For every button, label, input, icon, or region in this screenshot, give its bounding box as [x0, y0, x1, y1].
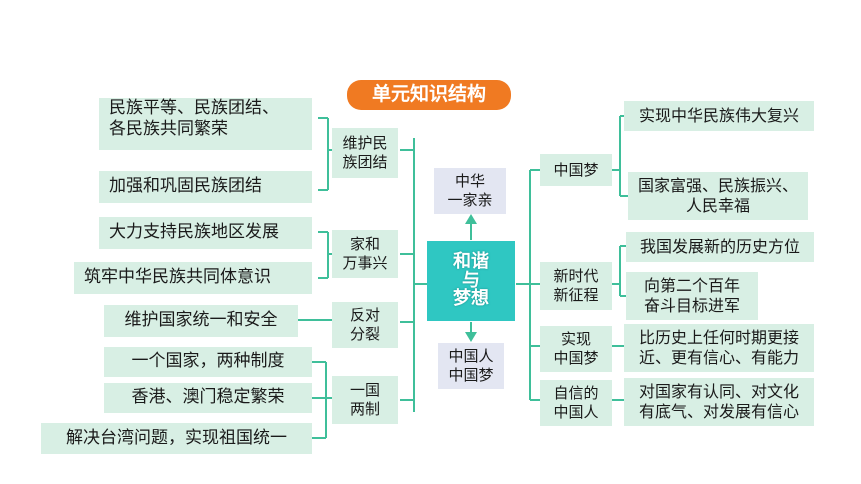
- item-line: 国家富强、民族振兴、: [637, 176, 798, 195]
- label-line: 维护民: [342, 134, 388, 153]
- left-label: 维护民 族团结: [332, 128, 398, 178]
- right-label: 新时代 新征程: [540, 262, 612, 310]
- center-line: 和谐: [453, 250, 489, 272]
- node-line: 中华: [454, 172, 485, 191]
- right-item: 我国发展新的历史方位: [626, 232, 814, 262]
- right-label: 实现 中国梦: [540, 326, 612, 372]
- right-item: 向第二个百年 奋斗目标进军: [626, 272, 758, 320]
- right-label: 自信的 中国人: [540, 380, 612, 426]
- bottom-node: 中国人 中国梦: [438, 343, 504, 389]
- left-item: 民族平等、民族团结、 各民族共同繁荣: [99, 98, 312, 150]
- node-line: 中国梦: [448, 366, 494, 384]
- label-line: 中国人: [553, 403, 599, 421]
- label-line: 新时代: [553, 267, 599, 286]
- label-line: 反对: [349, 306, 380, 325]
- label-line: 万事兴: [342, 254, 388, 272]
- left-item: 香港、澳门稳定繁荣: [104, 383, 312, 413]
- right-item: 实现中华民族伟大复兴: [624, 101, 814, 131]
- label-line: 中国梦: [553, 349, 599, 367]
- item-line: 奋斗目标进军: [643, 296, 740, 315]
- label-line: 自信的: [553, 384, 599, 403]
- left-item: 加强和巩固民族团结: [99, 171, 312, 203]
- item-line: 比历史上任何时期更接: [638, 328, 799, 347]
- left-item: 筑牢中华民族共同体意识: [74, 262, 312, 294]
- item-line: 对国家有认同、对文化: [638, 382, 799, 401]
- item-line: 各民族共同繁荣: [109, 119, 228, 140]
- left-item: 一个国家，两种制度: [104, 347, 312, 377]
- label-line: 家和: [349, 235, 380, 254]
- left-item: 解决台湾问题，实现祖国统一: [41, 423, 312, 454]
- label-line: 两制: [349, 400, 380, 418]
- right-item: 国家富强、民族振兴、 人民幸福: [628, 172, 808, 220]
- left-item: 维护国家统一和安全: [104, 305, 298, 337]
- item-line: 近、更有信心、有能力: [638, 348, 799, 367]
- center-line: 梦想: [453, 288, 489, 310]
- item-line: 民族平等、民族团结、: [109, 98, 279, 118]
- left-label: 家和 万事兴: [332, 230, 398, 278]
- label-line: 实现: [560, 330, 591, 349]
- right-item: 比历史上任何时期更接 近、更有信心、有能力: [624, 324, 814, 372]
- item-line: 人民幸福: [685, 196, 750, 215]
- center-node: 和谐 与 梦想: [427, 241, 515, 321]
- right-item: 对国家有认同、对文化 有底气、对发展有信心: [624, 378, 814, 426]
- left-label: 一国 两制: [332, 376, 398, 424]
- node-line: 一家亲: [447, 191, 493, 209]
- item-line: 向第二个百年: [643, 276, 740, 295]
- page-title: 单元知识结构: [347, 80, 511, 110]
- top-node: 中华 一家亲: [434, 168, 506, 214]
- item-line: 有底气、对发展有信心: [638, 402, 799, 421]
- left-label: 反对 分裂: [332, 302, 398, 348]
- label-line: 族团结: [342, 153, 388, 171]
- node-line: 中国人: [448, 347, 494, 366]
- label-line: 一国: [349, 381, 380, 400]
- right-label: 中国梦: [540, 154, 612, 186]
- label-line: 新征程: [553, 286, 599, 304]
- center-line: 与: [462, 269, 480, 291]
- label-line: 分裂: [349, 325, 380, 343]
- left-item: 大力支持民族地区发展: [99, 217, 312, 249]
